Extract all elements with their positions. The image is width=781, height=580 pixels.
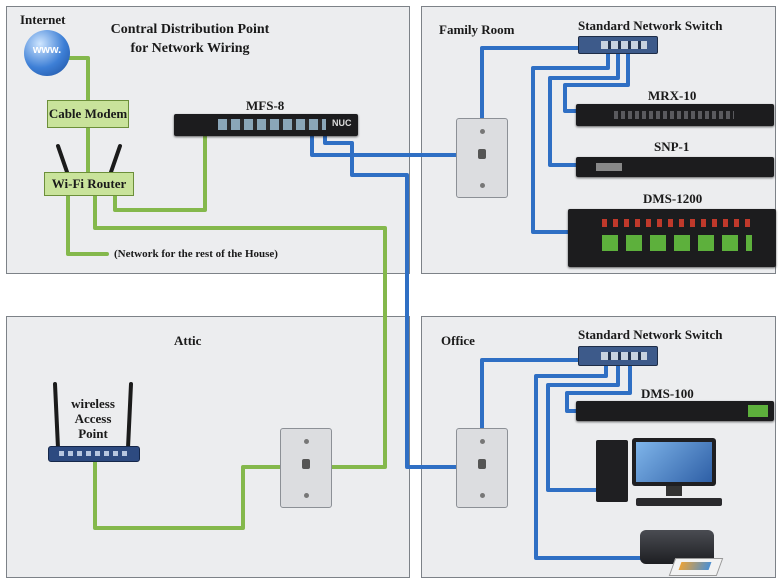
- cable-switch-snp1: [548, 50, 620, 167]
- wap-label-line3: Point: [78, 426, 108, 441]
- cable-switch-computer: [546, 362, 620, 492]
- attic-wall-plate-icon: [280, 428, 332, 508]
- page-title: Contral Distribution Point for Network W…: [85, 20, 295, 58]
- globe-text: www.: [32, 44, 62, 56]
- dms1200-terminals: [602, 235, 752, 251]
- desktop-computer-icon: [596, 438, 722, 510]
- cable-mfs8-office: [323, 126, 484, 469]
- office-label: Office: [441, 333, 475, 348]
- cable-attic-wap: [93, 458, 307, 530]
- snp1-device: [576, 157, 774, 177]
- mrx10-label: MRX-10: [648, 88, 697, 103]
- snp1-label: SNP-1: [654, 139, 690, 154]
- mfs8-switch: NUC: [174, 114, 358, 136]
- cable-mfs8-family: [310, 126, 484, 157]
- office-network-switch: [578, 346, 658, 366]
- cable-router-house: [66, 194, 109, 256]
- family-switch-label: Standard Network Switch: [578, 18, 723, 33]
- wap-label-line2: Access: [74, 411, 112, 426]
- family-switch-ports: [601, 41, 647, 49]
- page-title-line2: for Network Wiring: [130, 41, 250, 56]
- dms100-device: [576, 401, 774, 421]
- cable-router-mfs8: [113, 133, 207, 212]
- mrx10-device: [576, 104, 774, 126]
- mfs8-ports: [218, 119, 326, 130]
- computer-stand: [666, 486, 682, 496]
- wifi-router-box: Wi-Fi Router: [44, 172, 134, 196]
- office-switch-ports: [601, 352, 647, 360]
- office-switch-label: Standard Network Switch: [578, 327, 723, 342]
- cable-switch-mrx10: [563, 50, 630, 113]
- cable-switch-printer: [534, 362, 642, 560]
- mfs8-badge: NUC: [332, 118, 352, 128]
- family-wall-plate-icon: [456, 118, 508, 198]
- attic-label: Attic: [174, 333, 202, 348]
- dms1200-device: [568, 209, 776, 267]
- family-room-label: Family Room: [439, 22, 515, 37]
- cable-router-attic: [93, 194, 387, 469]
- computer-keyboard: [636, 498, 722, 506]
- dms100-label: DMS-100: [641, 386, 694, 401]
- internet-label: Internet: [20, 12, 66, 27]
- computer-monitor: [632, 438, 716, 486]
- office-wall-plate-icon: [456, 428, 508, 508]
- wap-label-line1: wireless: [71, 396, 115, 411]
- mfs8-label: MFS-8: [246, 98, 285, 113]
- cable-modem-box: Cable Modem: [47, 100, 129, 128]
- cable-switch-dms1200: [531, 50, 610, 234]
- computer-tower: [596, 440, 628, 502]
- cable-switch-dms100: [565, 362, 632, 413]
- printer-icon: [636, 520, 724, 576]
- page-title-line1: Contral Distribution Point: [110, 22, 270, 37]
- family-network-switch: [578, 36, 658, 54]
- rest-of-house-label: (Network for the rest of the House): [114, 248, 278, 260]
- dms1200-label: DMS-1200: [643, 191, 703, 206]
- wireless-access-point: [48, 446, 140, 462]
- wap-label: wireless Access Point: [56, 396, 130, 441]
- globe-icon: www.: [24, 30, 70, 76]
